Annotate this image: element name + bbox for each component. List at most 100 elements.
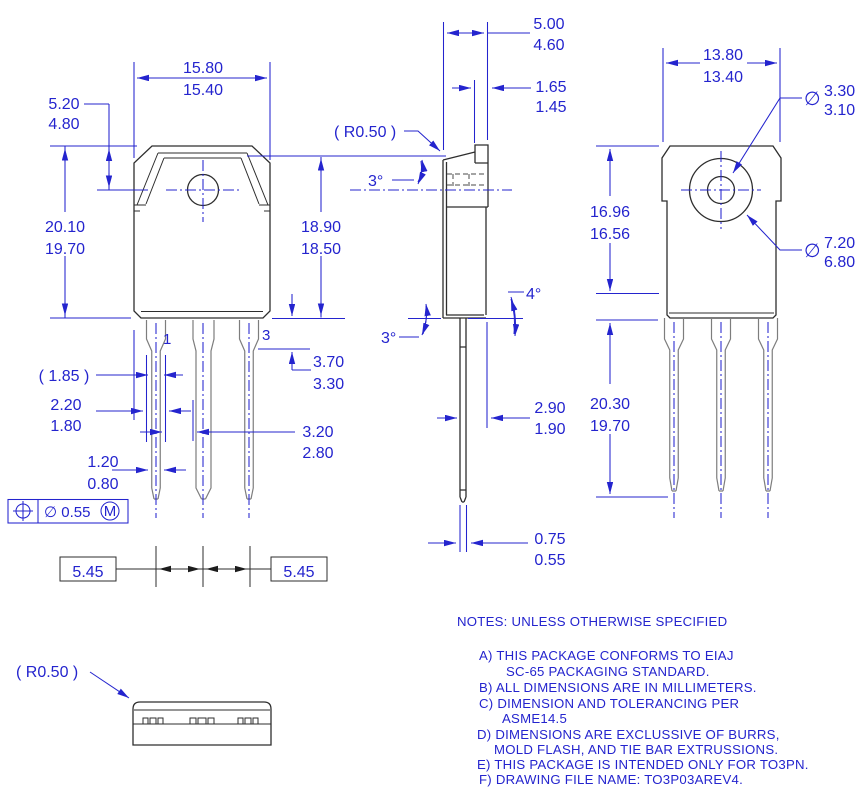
dim-front-hole-offset: 5.20 4.80	[48, 96, 148, 191]
pin-1-label: 1	[163, 331, 171, 348]
dim-back-tab-width: 13.80 13.40	[662, 47, 781, 142]
dim-shoulder-length-min: 3.30	[313, 376, 344, 393]
pin-centerlines-back	[673, 322, 769, 518]
dim-side-draft-top: 3°	[368, 159, 428, 190]
dim-front-body-height: 20.10 19.70	[45, 146, 131, 319]
dim-shoulder-length-max: 3.70	[313, 354, 344, 371]
back-view: 13.80 13.40 ∅ 3.30 3.10 ∅ 7.20 6.80 16.9…	[590, 47, 855, 518]
bottom-view: ( R0.50 )	[16, 664, 272, 746]
dim-lead-gap-max: 3.20	[302, 424, 333, 441]
side-view: 5.00 4.60 1.65 1.45 ( R0.50 ) 3°	[334, 16, 567, 569]
side-body-outline	[442, 144, 489, 503]
dim-lead-length-min: 19.70	[590, 418, 630, 435]
dim-front-width-min: 15.40	[183, 82, 223, 99]
dim-side-lead-tip: 0.75 0.55	[428, 505, 566, 569]
dim-pad-diameter-min: 6.80	[824, 254, 855, 271]
dim-lead-offset-max: 2.90	[534, 400, 565, 417]
dim-tab-thickness-max: 1.65	[535, 79, 566, 96]
dim-front-lead-ref: ( 1.85 )	[39, 330, 183, 420]
fcf-diameter-value: ∅ 0.55	[44, 504, 90, 521]
front-view: 15.80 15.40 5.20 4.80 20.10 19.70 18.90 …	[7, 60, 446, 587]
dim-lead-gap-min: 2.80	[302, 445, 333, 462]
dim-tab-height-min: 16.56	[590, 226, 630, 243]
dim-thickness-max: 5.00	[533, 16, 564, 33]
dim-side-lead-offset: 2.90 1.90	[437, 322, 566, 438]
bottom-lead-sections	[142, 717, 259, 725]
dim-corner-radius: ( R0.50 )	[334, 124, 396, 141]
dim-lead-ref: ( 1.85 )	[39, 368, 90, 385]
front-body-outline	[133, 145, 271, 319]
dim-hole-offset-min: 4.80	[48, 116, 79, 133]
dim-back-hole-diameter: ∅ 3.30 3.10	[732, 83, 855, 174]
dim-pitch-left: 5.45	[72, 564, 103, 581]
dim-front-shoulder-width: 2.20 1.80	[50, 355, 191, 442]
dim-body-height-min: 19.70	[45, 241, 85, 258]
dim-tab-width-min: 13.40	[703, 69, 743, 86]
dim-hole-diameter-min: 3.10	[824, 102, 855, 119]
dim-front-width: 15.80 15.40	[133, 60, 271, 160]
dim-back-tab-height: 16.96 16.56	[590, 145, 659, 295]
pad-diameter-symbol: ∅	[804, 241, 821, 262]
dim-draft-back: 4°	[526, 286, 541, 303]
dim-lead-offset-min: 1.90	[534, 421, 565, 438]
dim-side-draft-back: 4°	[468, 286, 541, 337]
note-d: D) DIMENSIONS ARE EXCLUSSIVE OF BURRS,	[477, 727, 780, 742]
dim-pad-diameter-max: 7.20	[824, 235, 855, 252]
note-c: C) DIMENSION AND TOLERANCING PER	[479, 696, 739, 711]
dim-front-shoulder-length: 3.70 3.30	[258, 294, 344, 393]
dim-seat-height-min: 18.50	[301, 241, 341, 258]
notes-block: NOTES: UNLESS OTHERWISE SPECIFIED A) THI…	[457, 614, 809, 787]
dim-bottom-radius: ( R0.50 )	[16, 664, 78, 681]
hole-centerline-front	[166, 160, 240, 222]
note-d-cont: MOLD FLASH, AND TIE BAR EXTRUSSIONS.	[494, 742, 778, 757]
dim-draft-bottom: 3°	[381, 330, 396, 347]
dim-tab-width-max: 13.80	[703, 47, 743, 64]
note-a-cont: SC-65 PACKAGING STANDARD.	[506, 664, 710, 679]
dim-lead-tip-max: 0.75	[534, 531, 565, 548]
dim-draft-top: 3°	[368, 173, 383, 190]
note-e: E) THIS PACKAGE IS INTENDED ONLY FOR TO3…	[477, 757, 809, 772]
dim-side-draft-bottom: 3°	[381, 303, 441, 347]
note-a: A) THIS PACKAGE CONFORMS TO EIAJ	[479, 648, 734, 663]
dim-pitch-right: 5.45	[283, 564, 314, 581]
notes-title: NOTES: UNLESS OTHERWISE SPECIFIED	[457, 614, 727, 629]
dim-front-tip-width: 1.20 0.80	[87, 454, 186, 493]
dim-shoulder-width-max: 2.20	[50, 397, 81, 414]
dim-tab-height-max: 16.96	[590, 204, 630, 221]
dim-front-seat-height: 18.90 18.50	[247, 155, 446, 320]
note-b: B) ALL DIMENSIONS ARE IN MILLIMETERS.	[479, 680, 757, 695]
dim-front-pitch: 5.45 5.45	[59, 546, 328, 587]
dim-hole-diameter-max: 3.30	[824, 83, 855, 100]
dim-tab-thickness-min: 1.45	[535, 99, 566, 116]
dim-lead-length-max: 20.30	[590, 396, 630, 413]
dim-body-height-max: 20.10	[45, 219, 85, 236]
fcf-modifier: M	[104, 503, 117, 520]
back-pins	[663, 318, 779, 518]
dim-front-width-max: 15.80	[183, 60, 223, 77]
dim-tip-width-min: 0.80	[87, 476, 118, 493]
dim-side-tab-thickness: 1.65 1.45	[452, 79, 567, 143]
material-modifier-circle-icon	[100, 501, 120, 521]
side-lead	[459, 318, 467, 503]
dim-tip-width-max: 1.20	[87, 454, 118, 471]
dim-side-corner-radius: ( R0.50 )	[334, 124, 441, 152]
dim-lead-tip-min: 0.55	[534, 552, 565, 569]
note-f: F) DRAWING FILE NAME: TO3P03AREV4.	[479, 772, 743, 787]
dim-back-lead-length: 20.30 19.70	[590, 319, 668, 498]
note-c-cont: ASME14.5	[502, 711, 567, 726]
position-tolerance-icon	[13, 501, 33, 521]
hole-diameter-symbol: ∅	[804, 89, 821, 110]
dim-thickness-min: 4.60	[533, 37, 564, 54]
pin-centerlines-front	[155, 323, 250, 518]
pin-3-label: 3	[262, 327, 270, 344]
dim-back-pad-diameter: ∅ 7.20 6.80	[746, 214, 855, 271]
bottom-body-outline	[132, 701, 272, 746]
dim-side-thickness: 5.00 4.60	[442, 16, 565, 150]
dim-shoulder-width-min: 1.80	[50, 418, 81, 435]
dim-front-lead-gap: 3.20 2.80	[140, 400, 334, 462]
dim-bottom-corner-radius: ( R0.50 )	[16, 664, 130, 699]
front-pins	[145, 320, 260, 518]
feature-control-frame: ∅ 0.55 M	[7, 498, 129, 524]
